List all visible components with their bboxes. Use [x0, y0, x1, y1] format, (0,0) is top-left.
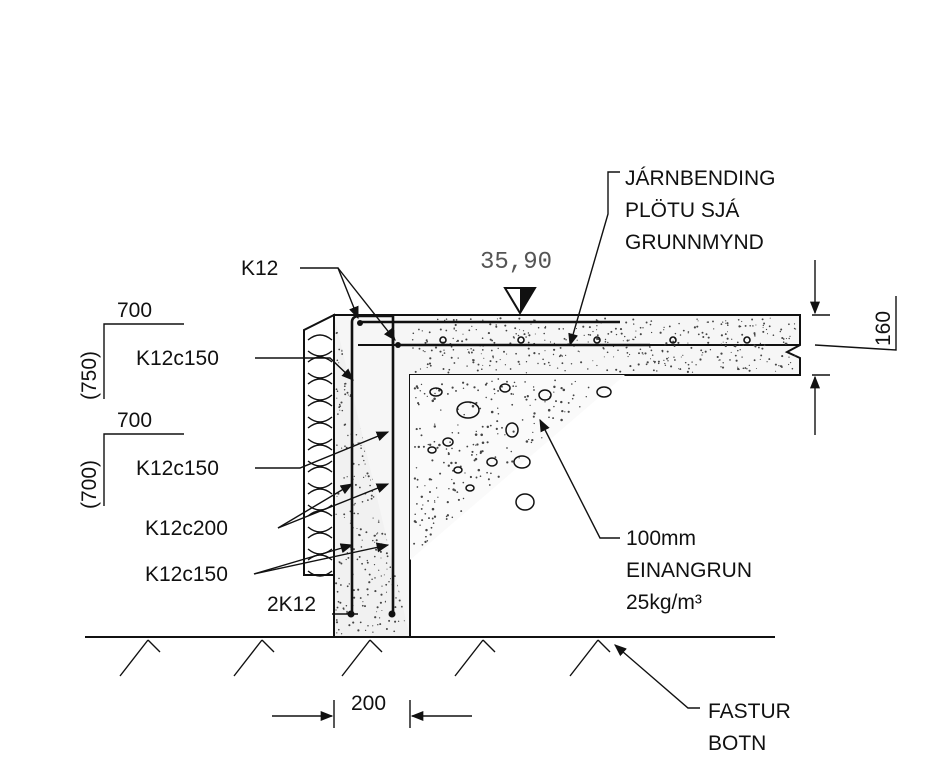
dim-750-paren: (750)	[78, 351, 101, 400]
slab-concrete-texture	[411, 317, 797, 374]
wall-width-dimension	[272, 700, 472, 728]
corner-bar-2	[395, 342, 401, 348]
label-k12c150-upper: K12c150	[136, 347, 219, 370]
insulation-note-line1: 100mm	[626, 527, 696, 550]
label-k12c200: K12c200	[145, 517, 228, 540]
label-k12c150-middle: K12c150	[136, 457, 219, 480]
insulation-fill-pattern	[413, 378, 612, 546]
slab-rebar-dots	[439, 336, 751, 344]
slab-thickness-label: 160	[872, 311, 895, 346]
earth-hatch-marks	[119, 639, 611, 677]
insulation-batt-pattern	[307, 334, 333, 577]
dim-700-upper: 700	[117, 299, 152, 322]
elevation-marker-fill	[520, 288, 535, 313]
label-k12-top: K12	[241, 257, 278, 280]
ground-note-line2: BOTN	[708, 732, 766, 755]
insulation-note-line2: EINANGRUN	[626, 559, 752, 582]
label-k12c150-lower: K12c150	[145, 563, 228, 586]
insulation-note-line3: 25kg/m³	[626, 591, 702, 614]
ground-note-line1: FASTUR	[708, 700, 791, 723]
slab-rebar-note-line3: GRUNNMYND	[625, 231, 764, 254]
wall-width-label: 200	[351, 692, 386, 715]
corner-bar-1	[357, 320, 363, 326]
slab-rebar-note-line1: JÁRNBENDING	[625, 167, 776, 190]
elevation-value: 35,90	[480, 249, 552, 276]
bottom-bar-2	[388, 610, 396, 618]
external-insulation	[303, 313, 335, 576]
label-2k12: 2K12	[267, 593, 316, 616]
floor-slab	[334, 314, 801, 637]
dim-700-paren: (700)	[78, 460, 101, 509]
dim-700-lower: 700	[117, 409, 152, 432]
slab-rebar-note-line2: PLÖTU SJÁ	[625, 199, 739, 222]
slab-thickness-dimension	[809, 260, 897, 435]
leader-lines	[253, 171, 700, 709]
left-dimension-brackets	[103, 323, 184, 506]
